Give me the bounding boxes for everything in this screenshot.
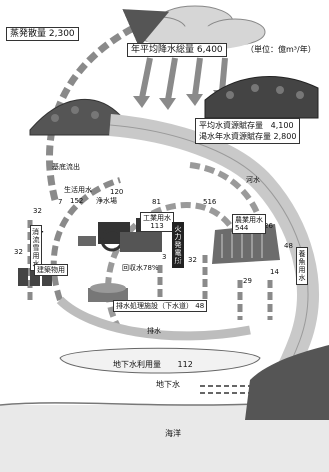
mountain-left xyxy=(29,99,121,136)
flow-29: 29 xyxy=(243,277,252,285)
rain-arrows xyxy=(139,57,228,101)
flow-26: 26 xyxy=(264,222,273,230)
evaporation-label: 蒸発散量 xyxy=(10,29,47,39)
precipitation-box: 年平均降水総量 6,400 xyxy=(127,43,227,57)
groundwater-use-row: 地下水利用量 112 xyxy=(113,361,193,369)
mountain-right xyxy=(204,76,319,119)
flow-32a: 32 xyxy=(33,207,42,215)
resources-box: 平均水資源賦存量 4,100 渇水年水資源賦存量 2,800 xyxy=(195,118,300,144)
wastewater-plant-icon xyxy=(88,283,128,302)
coast-right xyxy=(245,345,329,420)
agricultural-value: 544 xyxy=(235,224,249,232)
agricultural-label: 農業用水 xyxy=(235,216,263,224)
building-box: 建築物用 xyxy=(34,264,68,276)
evaporation-arrow xyxy=(45,9,170,201)
evaporation-value: 2,300 xyxy=(48,29,75,39)
domestic-loop xyxy=(50,177,121,301)
avg-resource-label: 平均水資源賦存量 xyxy=(199,121,263,130)
drought-resource-value: 2,800 xyxy=(273,132,297,141)
flow-7: 7 xyxy=(58,198,63,206)
aquaculture-box: 養魚用水 xyxy=(296,247,308,285)
unit-label: （単位：億m³/年） xyxy=(246,45,316,54)
groundwater-layer xyxy=(59,347,261,374)
groundwater-label: 地下水 xyxy=(156,380,180,389)
agricultural-box: 農業用水 544 xyxy=(232,214,266,234)
drought-resource-label: 渇水年水資源賦存量 xyxy=(199,132,271,141)
wastewater-box: 排水処理施設（下水道） 48 xyxy=(113,300,208,312)
baseflow-label: 基底流出 xyxy=(52,163,80,171)
flow-516: 516 xyxy=(203,198,217,206)
thermal-plant-box: 火力発電所 xyxy=(172,222,184,268)
groundwater-use-value: 112 xyxy=(177,360,193,369)
domestic-label: 生活用水 xyxy=(64,186,92,194)
wastewater-value: 48 xyxy=(195,302,205,310)
agri-loop xyxy=(189,162,261,217)
aquaculture-value: 48 xyxy=(284,242,293,250)
ocean-label: 海洋 xyxy=(165,429,181,438)
flow-81: 81 xyxy=(152,198,161,206)
purification-plant-icon xyxy=(78,222,126,252)
river-label: 河水 xyxy=(246,176,260,184)
industrial-box: 工業用水 113 xyxy=(140,212,174,232)
precipitation-label: 年平均降水総量 xyxy=(131,45,195,55)
recovery-label: 回収水78% xyxy=(122,264,159,272)
flow-32b: 32 xyxy=(14,248,23,256)
flow-32c: 32 xyxy=(188,256,197,264)
flow-3: 3 xyxy=(162,253,167,261)
domestic-value: 152 xyxy=(70,197,84,205)
purification-label: 浄水場 xyxy=(96,197,117,205)
drainage-label: 排水 xyxy=(147,327,161,335)
drain-flow xyxy=(56,296,251,341)
industrial-value: 113 xyxy=(150,222,164,230)
groundwater-use-label: 地下水利用量 xyxy=(113,360,161,369)
rice-field-icon xyxy=(212,224,280,264)
purification-value: 120 xyxy=(110,188,124,196)
industrial-label: 工業用水 xyxy=(143,214,171,222)
flow-8: 8 xyxy=(176,256,181,264)
evaporation-box: 蒸発散量 2,300 xyxy=(6,27,79,41)
flow-14: 14 xyxy=(270,268,279,276)
avg-resource-value: 4,100 xyxy=(270,121,294,130)
precipitation-value: 6,400 xyxy=(196,45,223,55)
wastewater-label: 排水処理施設（下水道） xyxy=(116,302,193,310)
